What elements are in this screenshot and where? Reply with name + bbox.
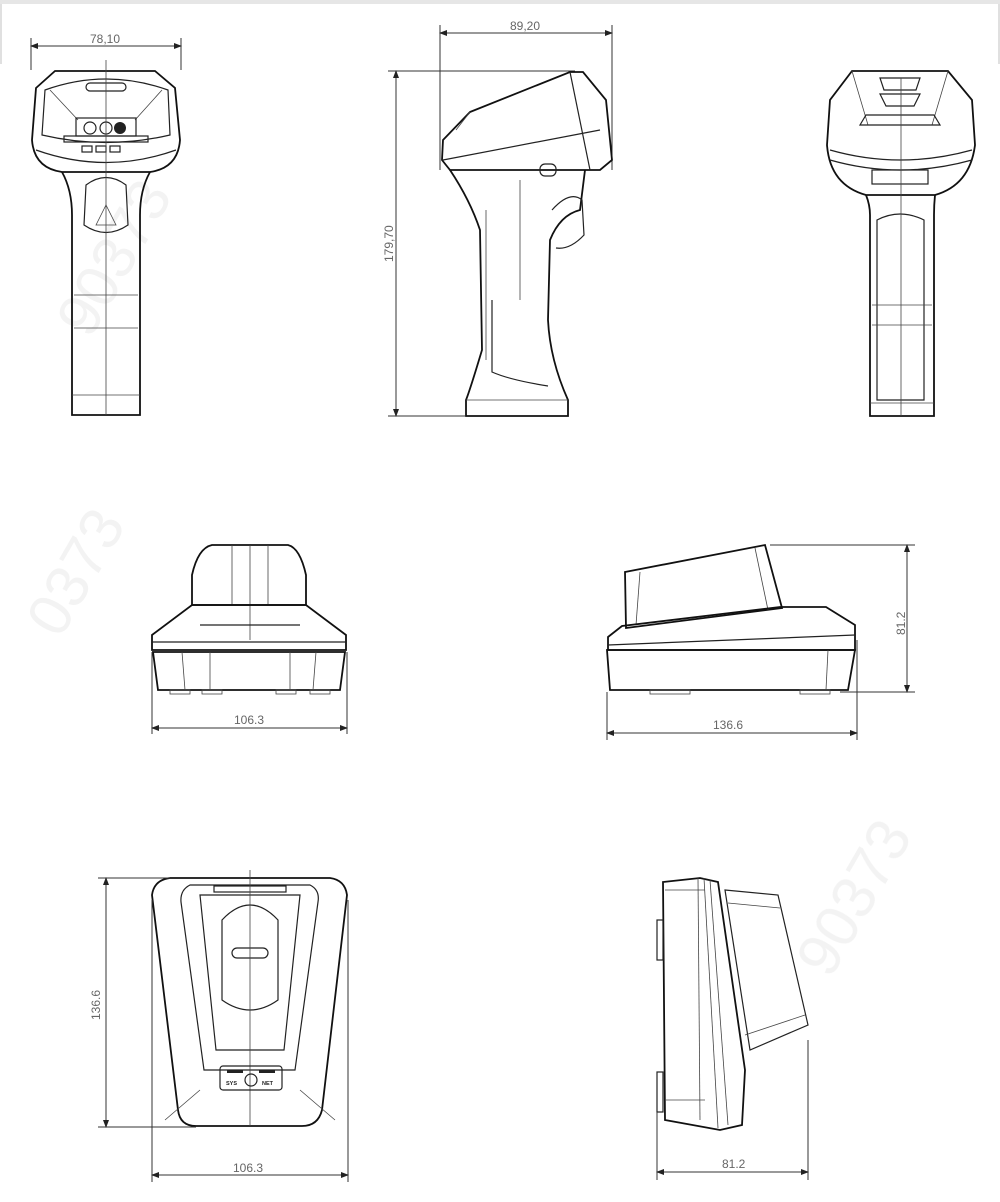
dimension-height-label: 81.2	[722, 1157, 746, 1171]
dimension-width-label: 106.3	[233, 1161, 263, 1175]
scanner-side-view: 89,20 179,70	[382, 19, 613, 417]
svg-text:90373: 90373	[783, 808, 924, 986]
net-indicator-label: NET	[262, 1081, 274, 1087]
scanner-rear-view	[826, 70, 976, 417]
dimension-length-label: 136.6	[713, 718, 743, 732]
page-top-border	[0, 0, 1000, 4]
dimension-width-label: 78,10	[90, 32, 120, 46]
cradle-end-view: 81.2	[656, 877, 809, 1180]
svg-text:90373: 90373	[43, 168, 184, 346]
dimension-height-label: 81.2	[894, 611, 908, 635]
scanner-front-view: 78,10	[30, 32, 182, 416]
cradle-side-view: 81.2 136.6	[606, 543, 915, 740]
page-right-border	[998, 4, 1000, 64]
dimension-depth-label: 89,20	[510, 19, 540, 33]
watermark: 90373 90373 0373	[13, 168, 924, 986]
cradle-top-view: SYS NET 136.6 106.3	[89, 870, 349, 1182]
sys-indicator-label: SYS	[226, 1081, 237, 1087]
dimension-height-label: 179,70	[382, 225, 396, 262]
dimension-length-label: 136.6	[89, 990, 103, 1020]
dimension-width-label: 106.3	[234, 713, 264, 727]
cradle-front-view: 106.3	[151, 544, 348, 734]
page-left-border	[0, 4, 2, 64]
svg-text:0373: 0373	[13, 497, 138, 646]
